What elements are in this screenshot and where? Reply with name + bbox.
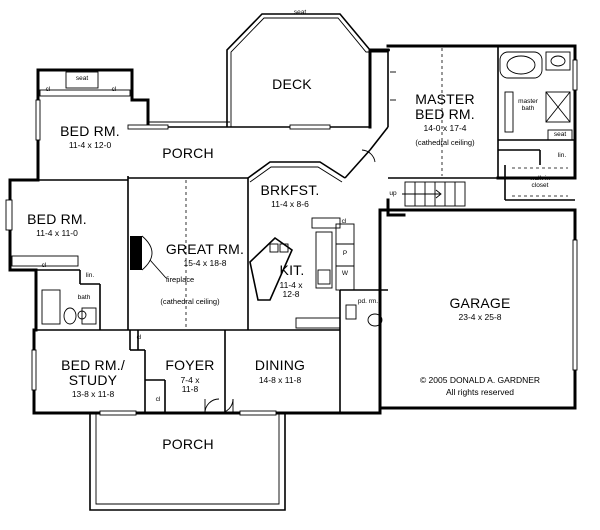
- dining-dims: 14-8 x 11-8: [258, 375, 302, 385]
- copyright-text: © 2005 DONALD A. GARDNER: [419, 375, 541, 385]
- pantry-label: P: [342, 250, 348, 257]
- bath-fixtures: [41, 51, 573, 327]
- linen-label: lin.: [85, 272, 95, 279]
- foyer-closet-label: cl: [136, 334, 142, 341]
- front-porch-label: PORCH: [162, 436, 214, 452]
- interior-walls: [10, 46, 575, 413]
- rear-porch-outline: [148, 121, 370, 128]
- powder-room-label: pd. rm.: [357, 298, 379, 305]
- great-room-note: (cathedral ceiling): [160, 297, 220, 306]
- deck-seat-label: seat: [293, 9, 307, 16]
- bed1-label: BED RM.: [60, 123, 120, 139]
- bed2-dims: 11-4 x 11-0: [36, 228, 78, 238]
- kitchen-closet-label: cl: [341, 218, 347, 225]
- foyer-closet2-label: cl: [155, 396, 161, 403]
- foyer-dims: 7-4 x 11-8: [180, 375, 200, 395]
- bed1-closet-right-label: cl: [111, 86, 117, 93]
- rights-text: All rights reserved: [445, 387, 515, 397]
- fireplace-label: fireplace: [165, 275, 195, 284]
- bed1-closet-left-label: cl: [45, 86, 51, 93]
- bed1-seat-label: seat: [75, 75, 89, 82]
- kitchen-fixtures: [249, 223, 355, 329]
- master-bedroom-label: MASTER BED RM.: [415, 91, 475, 123]
- master-bedroom-dims: 14-0 x 17-4: [423, 123, 467, 133]
- misc-details: [11, 71, 376, 414]
- breakfast-label: BRKFST.: [260, 182, 320, 198]
- exterior-walls: [8, 44, 577, 511]
- bath-label: bath: [77, 294, 91, 301]
- kitchen-dims: 11-4 x 12-8: [279, 280, 303, 300]
- garage-label: GARAGE: [449, 295, 511, 311]
- stairs-up-label: up: [389, 190, 397, 197]
- walkin-closet-label: walk-in closet: [529, 175, 551, 190]
- kitchen-label: KIT.: [279, 262, 305, 278]
- great-room-label: GREAT RM.: [165, 241, 245, 257]
- breakfast-dims: 11-4 x 8-6: [271, 199, 309, 209]
- master-bedroom-note: (cathedral ceiling): [415, 138, 475, 147]
- washer-label: W: [341, 270, 349, 277]
- stairs: [402, 181, 466, 207]
- windows: [5, 59, 578, 416]
- master-seat-label: seat: [553, 131, 567, 138]
- foyer-label: FOYER: [165, 357, 215, 373]
- rear-porch-label: PORCH: [162, 145, 214, 161]
- study-dims: 13-8 x 11-8: [71, 389, 115, 399]
- master-lin-label: lin.: [557, 152, 567, 159]
- ceiling-lines: [185, 48, 443, 328]
- dining-label: DINING: [254, 357, 306, 373]
- bed1-dims: 11-4 x 12-0: [68, 140, 112, 150]
- great-room-dims: 15-4 x 18-8: [183, 258, 227, 268]
- study-label: BED RM./ STUDY: [61, 357, 125, 389]
- deck-label: DECK: [272, 76, 312, 92]
- fireplace-symbol: [130, 235, 167, 279]
- bed2-label: BED RM.: [27, 211, 87, 227]
- master-bath-label: master bath: [518, 98, 538, 113]
- garage-dims: 23-4 x 25-8: [458, 312, 502, 322]
- bed2-closet-label: cl: [41, 262, 47, 269]
